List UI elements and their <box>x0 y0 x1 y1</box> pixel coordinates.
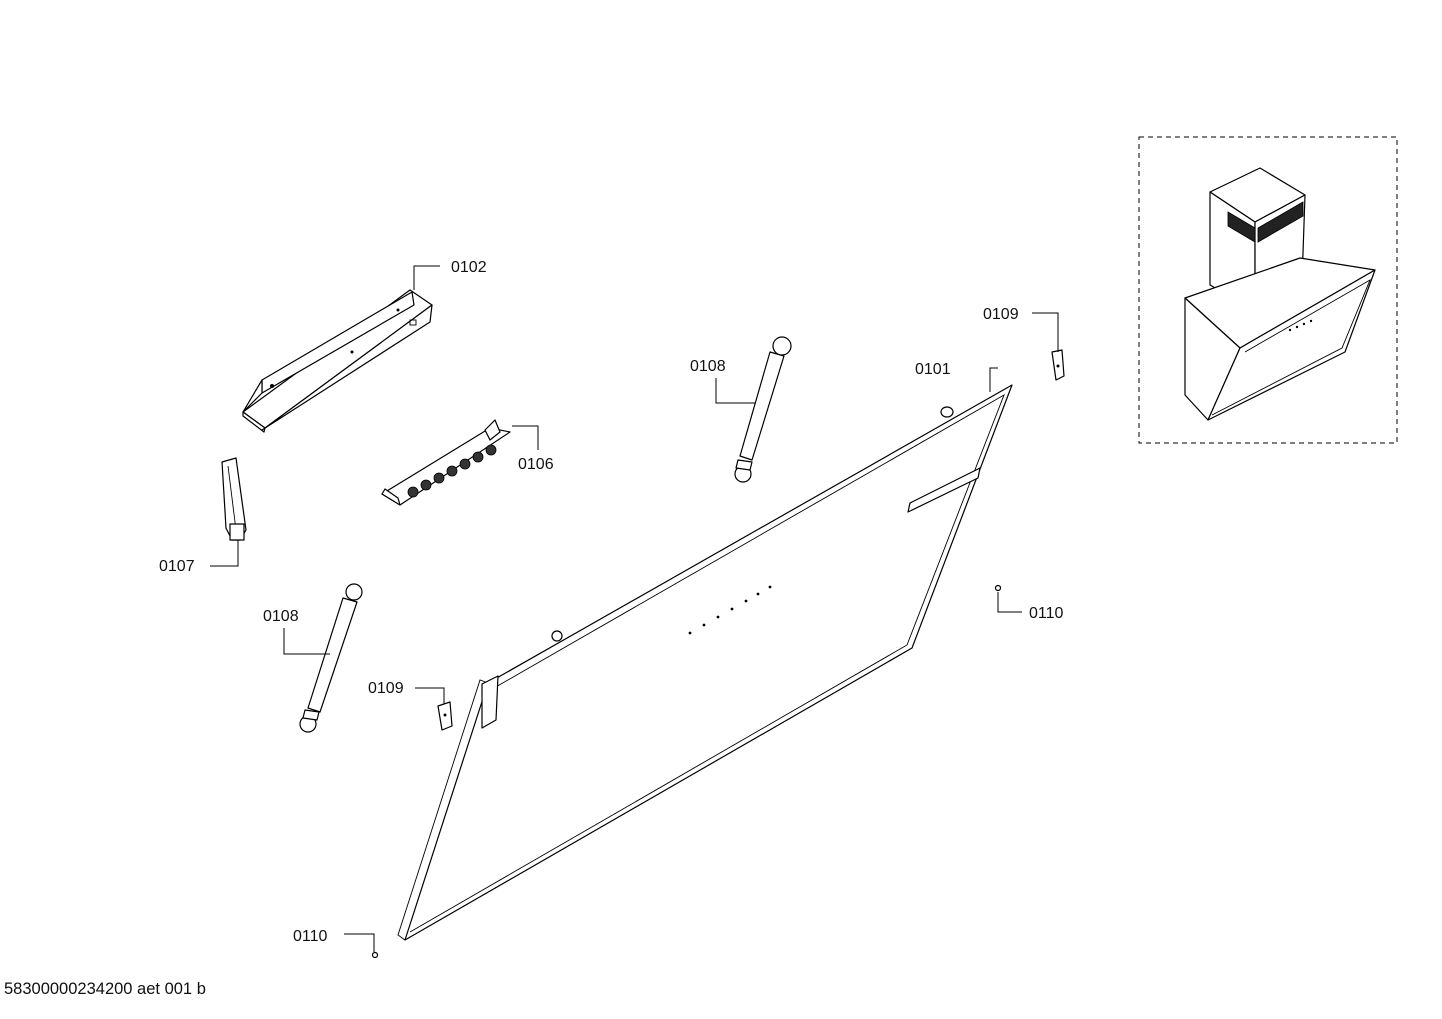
part-0108-gas-strut-top <box>734 336 792 483</box>
label-0110-bottom: 0110 <box>293 928 328 945</box>
label-0109-top: 0109 <box>983 306 1019 323</box>
part-0102-bracket-channel <box>242 289 433 433</box>
part-0109-clip-right <box>1051 349 1065 381</box>
label-0102: 0102 <box>451 259 487 276</box>
part-0107-vertical-clip <box>221 457 247 541</box>
inset-assembly-view <box>1138 136 1398 444</box>
label-0110-right: 0110 <box>1029 605 1064 622</box>
part-0110-screw-bottom <box>371 951 379 959</box>
label-0109-left: 0109 <box>368 680 404 697</box>
part-0110-screw-right <box>994 584 1002 592</box>
leader-lines <box>210 265 1059 952</box>
label-0108-top: 0108 <box>690 358 726 375</box>
part-0109-clip-left <box>437 701 453 731</box>
label-0108-left: 0108 <box>263 608 299 625</box>
label-0107: 0107 <box>159 558 195 575</box>
part-0108-gas-strut-left <box>299 583 363 733</box>
label-0101: 0101 <box>915 361 951 378</box>
drawing-id: 58300000234200 aet 001 b <box>4 980 206 998</box>
part-0106-control-strip <box>381 419 511 506</box>
part-0101-glass-panel <box>397 384 1013 941</box>
panel-indicator-dots <box>688 585 772 635</box>
label-0106: 0106 <box>518 456 554 473</box>
